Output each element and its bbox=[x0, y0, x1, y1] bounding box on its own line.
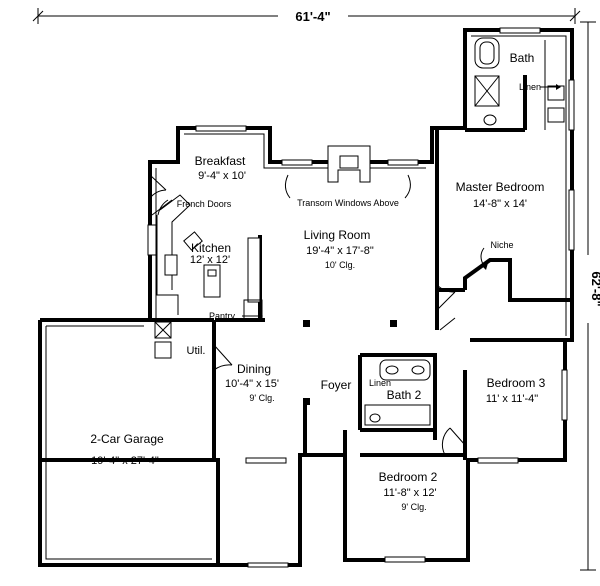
master-bedroom-label: Master Bedroom bbox=[456, 180, 545, 194]
bedroom3-size: 11' x 11'-4" bbox=[486, 393, 538, 405]
foyer-label: Foyer bbox=[321, 378, 352, 392]
bath2-label: Bath 2 bbox=[387, 388, 422, 402]
dining-label: Dining bbox=[237, 362, 271, 376]
garage-label: 2-Car Garage bbox=[90, 432, 164, 446]
overall-width-label: 61'-4" bbox=[295, 9, 330, 24]
interior-walls bbox=[150, 75, 572, 460]
french-doors-label: French Doors bbox=[177, 199, 232, 209]
garage-size: 19'-4" x 27'-4" bbox=[91, 455, 159, 467]
niche-label: Niche bbox=[490, 240, 513, 250]
master-bedroom-size: 14'-8" x 14' bbox=[473, 198, 527, 210]
bath2-fixtures bbox=[364, 359, 431, 426]
living-room-size: 19'-4" x 17'-8" bbox=[306, 245, 374, 257]
columns bbox=[303, 320, 397, 405]
pantry-shelves bbox=[243, 299, 263, 321]
dining-size: 10'-4" x 15' bbox=[225, 378, 279, 390]
transom-windows-label: Transom Windows Above bbox=[297, 198, 399, 208]
exterior-wall-inner-lines bbox=[45, 35, 567, 560]
overall-depth-label: 62'-8" bbox=[589, 271, 600, 306]
exterior-walls bbox=[38, 28, 574, 567]
bath-label: Bath bbox=[510, 51, 535, 65]
kitchen-size: 12' x 12' bbox=[190, 254, 230, 266]
utility-label: Util. bbox=[187, 345, 206, 357]
bedroom3-label: Bedroom 3 bbox=[487, 376, 546, 390]
kitchen-label: Kitchen bbox=[191, 241, 231, 255]
breakfast-size: 9'-4" x 10' bbox=[198, 170, 246, 182]
master-bath-fixtures bbox=[474, 37, 565, 130]
bedroom2-size: 11'-8" x 12' bbox=[383, 487, 436, 499]
bedroom2-ceiling: 9' Clg. bbox=[401, 502, 426, 512]
overall-depth-dimension: 62'-8" bbox=[580, 21, 600, 571]
windows bbox=[195, 27, 575, 568]
linen-master-label: Linen bbox=[519, 82, 541, 92]
overall-width-dimension: 61'-4" bbox=[32, 5, 581, 25]
transom-arrows bbox=[284, 174, 411, 199]
door-swings bbox=[149, 174, 466, 456]
linen-bath2-label: Linen bbox=[369, 378, 391, 388]
fireplace bbox=[327, 145, 371, 183]
living-room-label: Living Room bbox=[304, 228, 371, 242]
breakfast-label: Breakfast bbox=[195, 154, 246, 168]
bedroom2-label: Bedroom 2 bbox=[379, 470, 438, 484]
dining-ceiling: 9' Clg. bbox=[249, 393, 274, 403]
pantry-label: Pantry bbox=[209, 311, 236, 321]
living-room-ceiling: 10' Clg. bbox=[325, 260, 355, 270]
utility-fixtures bbox=[154, 321, 172, 359]
room-labels: Bath Linen Breakfast 9'-4" x 10' Master … bbox=[90, 51, 545, 512]
kitchen-counters bbox=[147, 194, 261, 315]
